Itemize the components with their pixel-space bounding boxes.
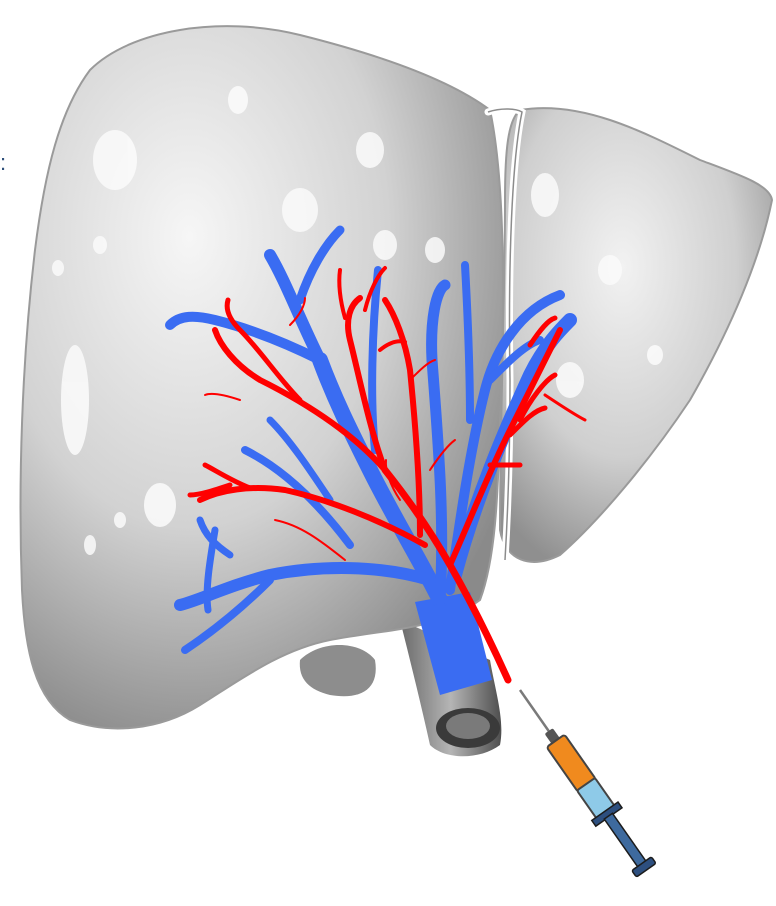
- liver-organ: [21, 26, 772, 756]
- gallbladder-stub: [300, 645, 376, 696]
- syringe-plunger: [604, 813, 647, 868]
- syringe-icon: [507, 681, 659, 880]
- syringe-needle: [520, 690, 550, 733]
